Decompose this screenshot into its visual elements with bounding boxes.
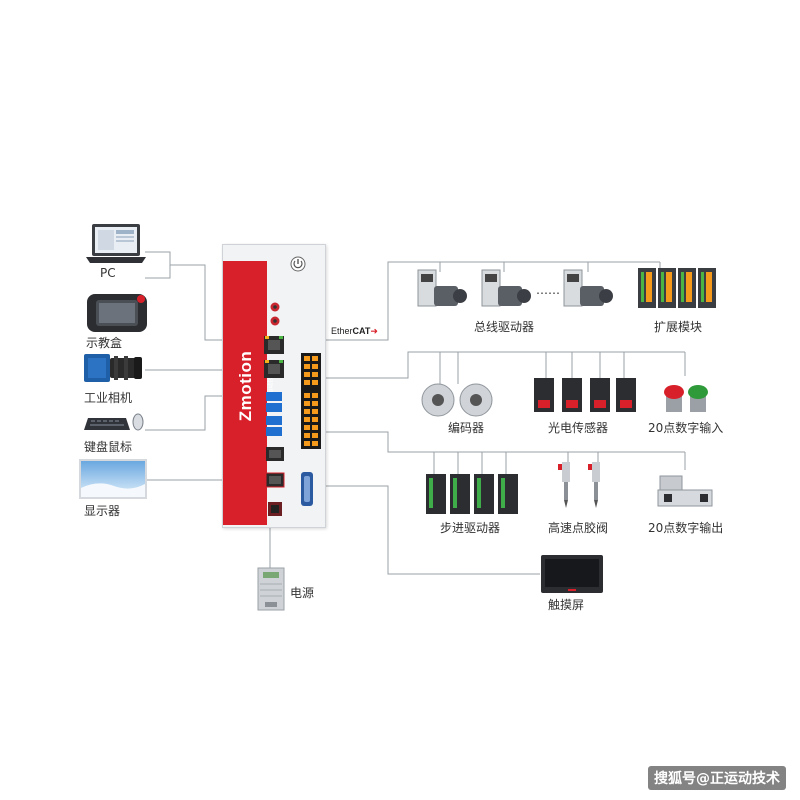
usb-port-icon [266, 392, 282, 436]
digital-input-device [662, 374, 712, 420]
power-label: 电源 [290, 586, 315, 600]
pc-device [84, 222, 148, 270]
lan-port-icon [264, 336, 284, 378]
keyboard-mouse-device [82, 412, 146, 440]
controller-brand-bar: Zmotion 正运动技术 [223, 261, 275, 525]
touchscreen-device [540, 554, 604, 598]
encoder-device [420, 382, 500, 422]
servo-driver-icon [417, 269, 614, 307]
monitor-icon [79, 459, 147, 499]
photoelectric-sensor-icon [534, 378, 636, 412]
zmotion-controller: Zmotion 正运动技术 [222, 244, 326, 528]
camera-label: 工业相机 [84, 391, 133, 405]
audio-jack-icon [270, 302, 280, 326]
serial-port-icon [301, 472, 313, 506]
expansion-module-device [636, 266, 720, 314]
dc-input-icon [268, 502, 282, 516]
dispense-valve-device [552, 458, 616, 514]
dispense-valve-label: 高速点胶阀 [548, 521, 609, 535]
touchscreen-label: 触摸屏 [548, 598, 585, 612]
industrial-camera-icon [84, 354, 142, 382]
bus-driver-group [416, 266, 616, 316]
controller-brand: Zmotion [236, 350, 255, 422]
encoder-icon [421, 383, 493, 417]
keyboard-mouse-icon [84, 413, 144, 431]
display-device [78, 458, 148, 506]
expansion-module-icon [638, 268, 716, 308]
digital-output-device [656, 470, 714, 516]
hdmi-port-icon [266, 447, 284, 461]
ethercat-logo: EtherCAT➜ [331, 326, 378, 336]
power-supply-icon [257, 567, 285, 611]
expansion-label: 扩展模块 [654, 320, 703, 334]
teach-pendant-label: 示教盒 [86, 336, 123, 350]
power-button-icon [290, 256, 306, 272]
pc-label: PC [100, 266, 116, 280]
laptop-icon [86, 224, 146, 263]
photo-sensor-label: 光电传感器 [548, 421, 609, 435]
keyboard-mouse-label: 键盘鼠标 [84, 440, 133, 454]
touchscreen-icon [541, 555, 603, 593]
teach-pendant-icon [87, 294, 147, 332]
stepper-label: 步进驱动器 [440, 521, 501, 535]
stepper-driver-icon [426, 474, 518, 514]
encoder-label: 编码器 [448, 421, 485, 435]
photo-sensor-device [532, 376, 642, 420]
display-label: 显示器 [84, 504, 121, 518]
io-terminal-block [301, 353, 321, 449]
digital-output-label: 20点数字输出 [648, 521, 724, 535]
dp-port-icon [265, 472, 285, 488]
camera-device [84, 352, 144, 390]
power-supply-device [255, 566, 287, 616]
push-button-icon [664, 385, 708, 412]
bus-ellipsis: …… [536, 283, 560, 297]
stepper-driver-device [424, 472, 524, 520]
bus-drivers-label: 总线驱动器 [474, 320, 535, 334]
dispensing-valve-icon [558, 462, 600, 508]
solenoid-valve-icon [657, 475, 713, 507]
digital-input-label: 20点数字输入 [648, 421, 724, 435]
watermark: 搜狐号@正运动技术 [648, 766, 786, 790]
teach-pendant-device [86, 292, 148, 338]
